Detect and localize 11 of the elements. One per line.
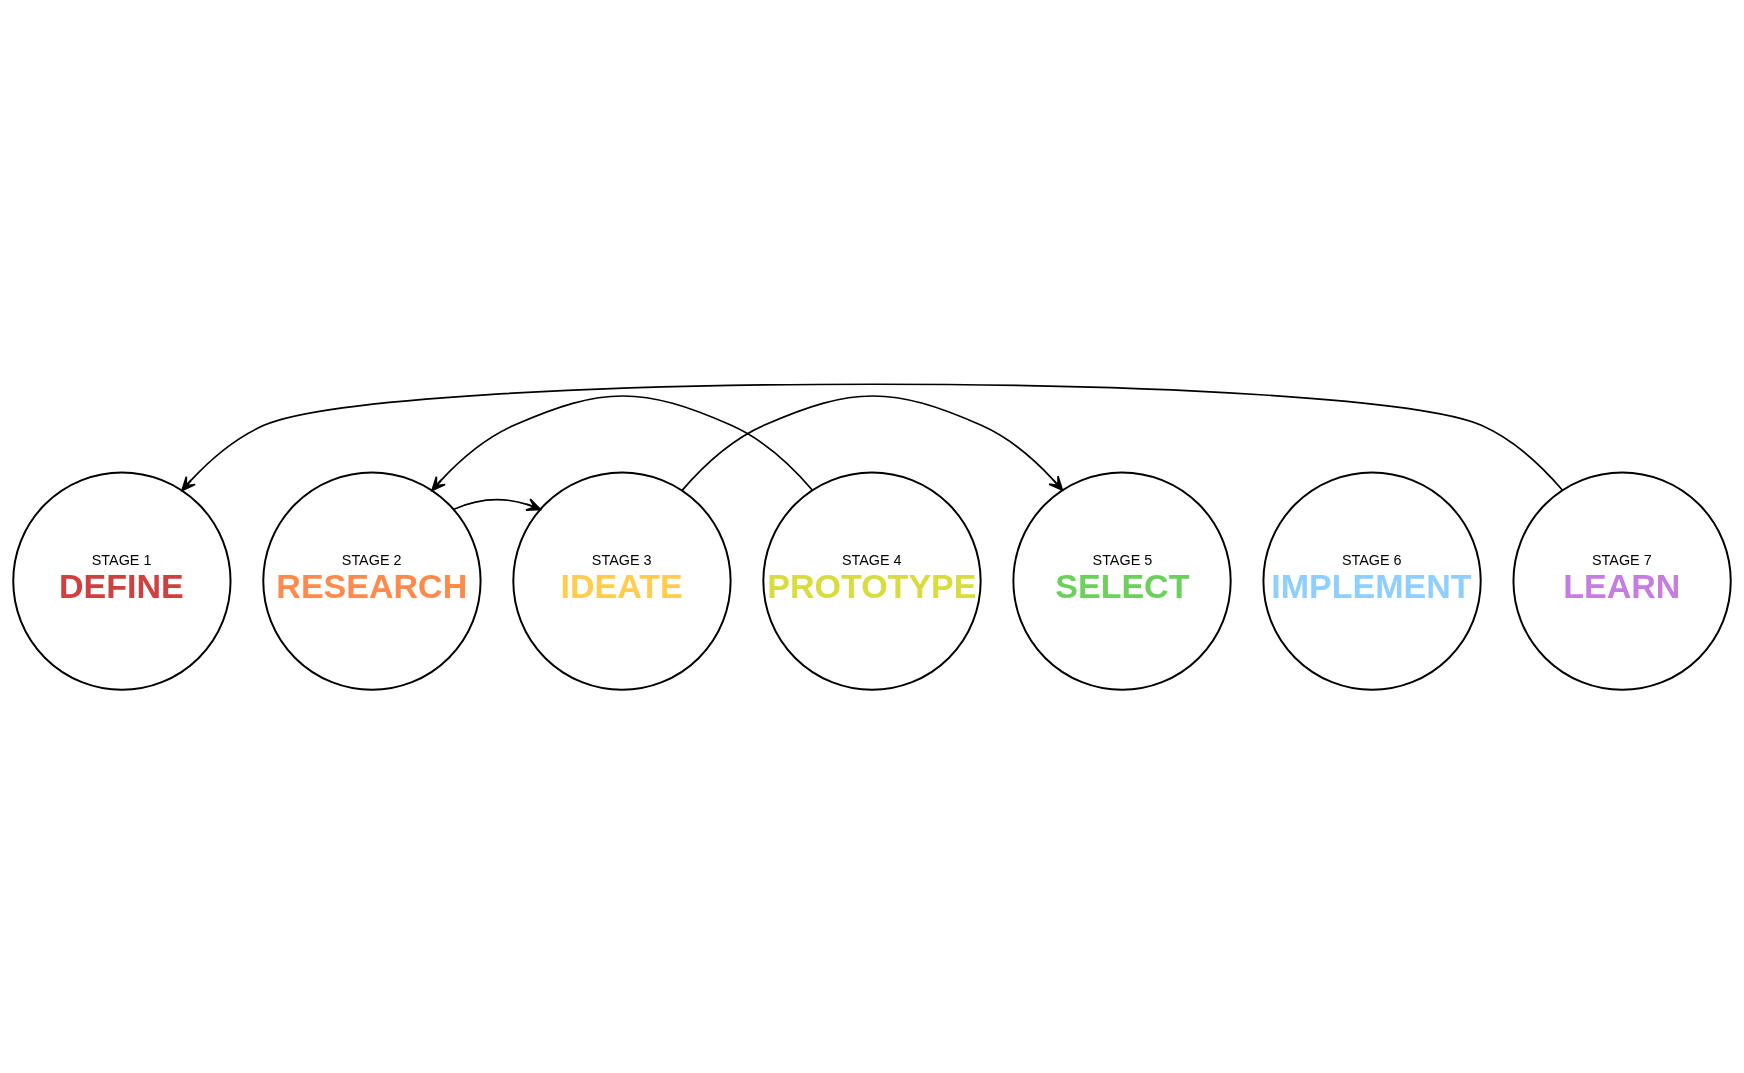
arrow bbox=[181, 382, 1564, 491]
arrow bbox=[453, 497, 542, 511]
node-circle: STAGE 4 PROTOTYPE bbox=[762, 470, 982, 691]
node-circle: STAGE 3 IDEATE bbox=[512, 470, 732, 691]
node-circle: STAGE 7 LEARN bbox=[1512, 470, 1732, 691]
arrow bbox=[681, 394, 1064, 491]
node-circle: STAGE 6 IMPLEMENT bbox=[1262, 470, 1482, 691]
node-circle: STAGE 2 RESEARCH bbox=[262, 470, 482, 691]
node-circle: STAGE 1 DEFINE bbox=[12, 470, 232, 691]
node-circle: STAGE 5 SELECT bbox=[1012, 470, 1232, 691]
arrow bbox=[431, 394, 814, 491]
